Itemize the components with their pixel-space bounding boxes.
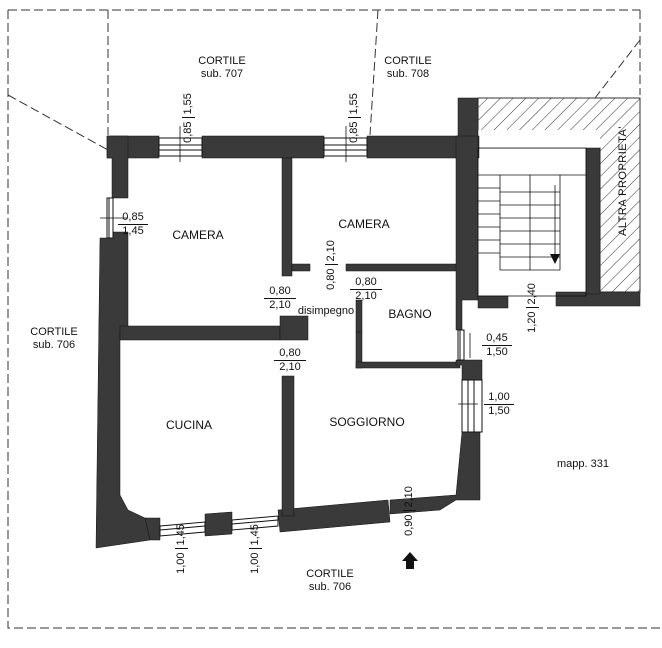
dim-win-top-right: 0,851,55 (348, 93, 361, 143)
altra-proprieta-hatch (477, 97, 641, 293)
dimension-ticks (100, 126, 478, 405)
room-disimpegno: disimpegno (297, 305, 355, 317)
property-boundaries (7, 9, 660, 629)
room-bagno: BAGNO (388, 307, 432, 321)
room-soggiorno: SOGGIORNO (329, 415, 405, 429)
staircase (477, 147, 587, 297)
room-camera-left: CAMERA (172, 228, 224, 242)
mappale-label: mapp. 331 (557, 458, 609, 470)
dim-win-cucina-1: 1,001,45 (175, 524, 188, 574)
dim-door-entrance: 0,902,10 (403, 486, 416, 536)
dim-win-cucina-2: 1,001,45 (249, 524, 262, 574)
dim-door-stairs: 1,202,40 (526, 283, 539, 333)
entrance-arrow-icon (402, 552, 418, 569)
room-camera-right: CAMERA (338, 217, 390, 231)
openings (106, 137, 483, 537)
walls (95, 97, 641, 549)
dim-win-top-left: 0,851,55 (182, 93, 195, 143)
altra-proprieta-label: ALTRA PROPRIETA' (617, 126, 629, 236)
stairs-down-arrow-icon (550, 254, 560, 264)
dim-door-camera-right: 0,802,10 (325, 240, 338, 290)
room-cucina: CUCINA (165, 418, 212, 432)
